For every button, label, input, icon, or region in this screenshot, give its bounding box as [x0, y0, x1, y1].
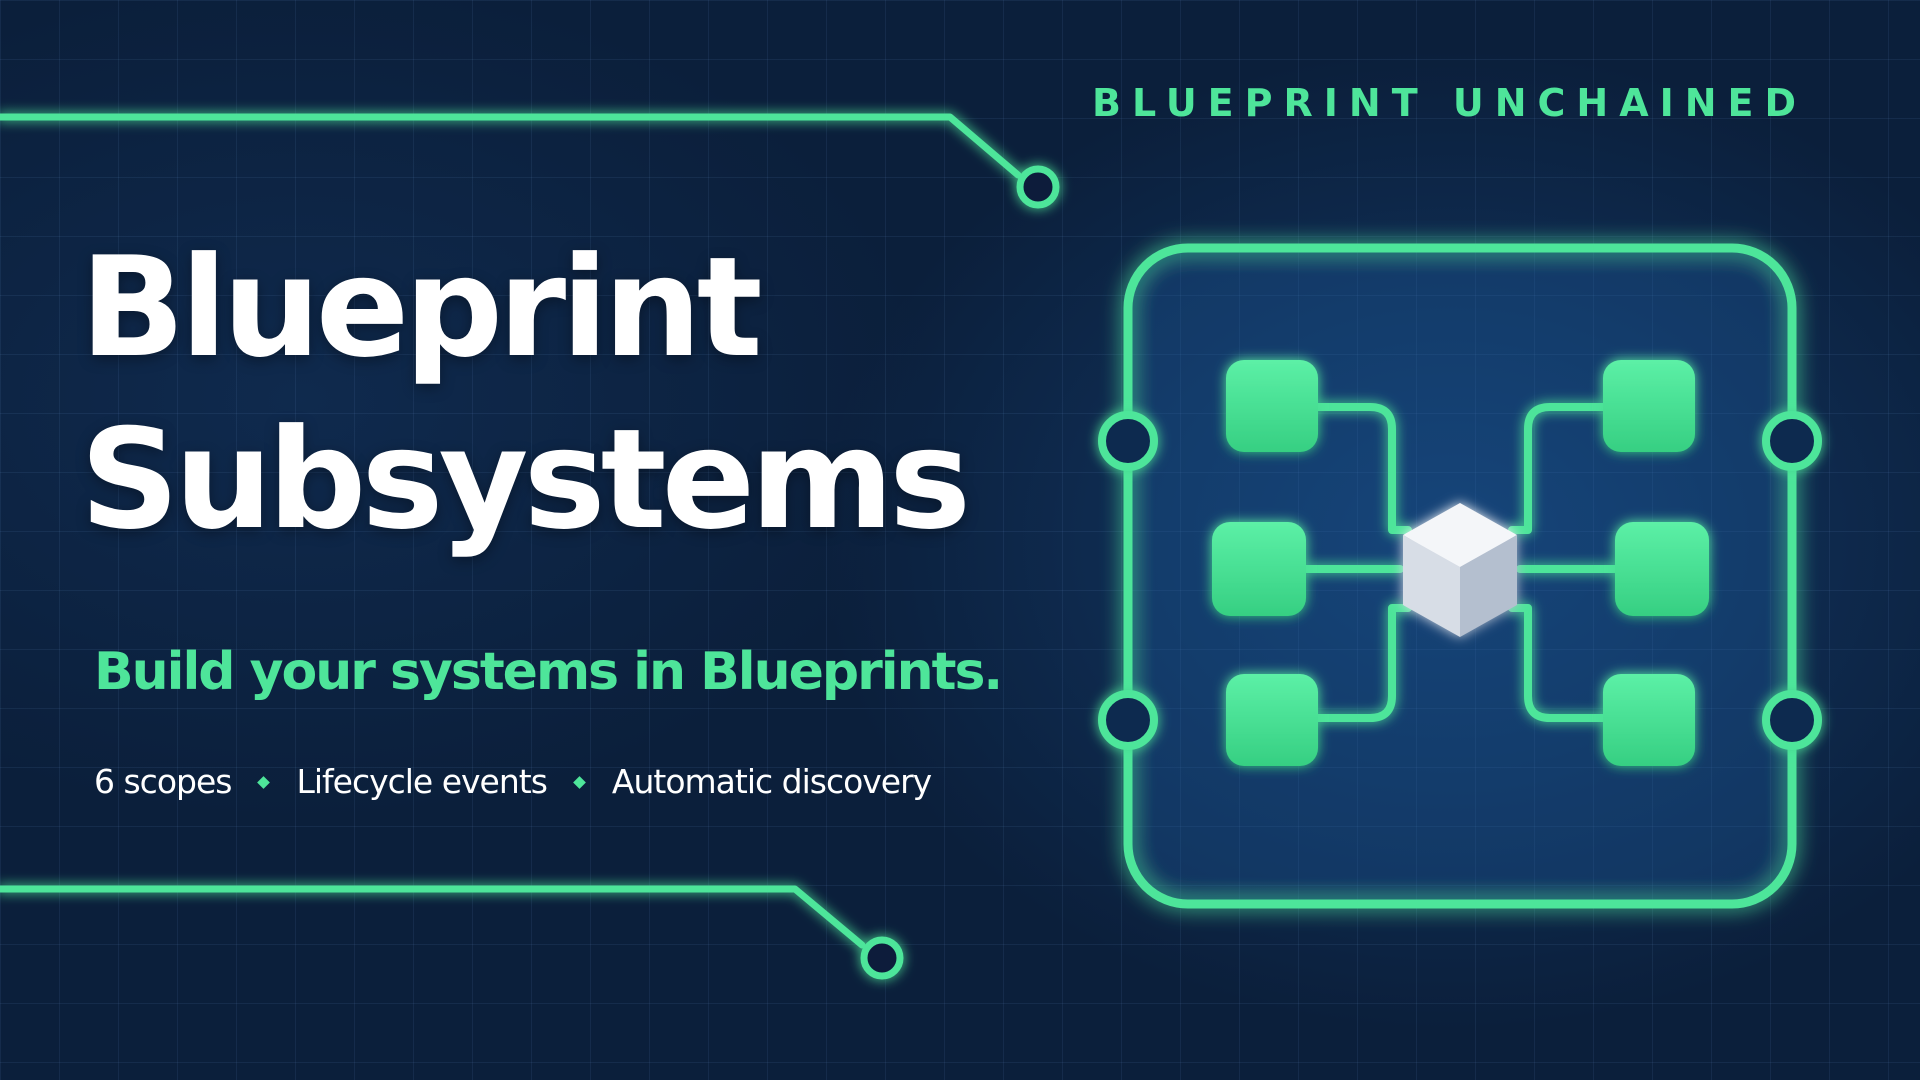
- title-line-2: Subsystems: [80, 399, 971, 560]
- subsystem-node-left-middle: [1212, 522, 1306, 616]
- subsystem-network-diagram: [1098, 243, 1822, 909]
- diamond-bullet-icon: [573, 775, 586, 789]
- page-title: Blueprint Subsystems: [80, 222, 971, 566]
- bottom-circuit-trace: [0, 885, 1609, 980]
- feature-item-lifecycle-events: Lifecycle events: [296, 762, 547, 801]
- diagram-connectors: [1302, 403, 1619, 722]
- feature-item-automatic-discovery: Automatic discovery: [611, 762, 932, 801]
- frame-port-right-bottom: [1762, 690, 1822, 750]
- subsystem-node-right-middle: [1615, 522, 1709, 616]
- cube-icon: [1403, 503, 1517, 637]
- feature-list: 6 scopes Lifecycle events Automatic disc…: [94, 760, 932, 804]
- feature-item-scopes: 6 scopes: [94, 762, 232, 801]
- frame-port-left-top: [1098, 411, 1158, 471]
- frame-port-right-top: [1762, 411, 1822, 471]
- diamond-bullet-icon: [257, 775, 271, 789]
- subsystem-node-left-bottom: [1226, 674, 1318, 766]
- top-circuit-node: [1016, 165, 1060, 209]
- subsystem-node-right-top: [1603, 360, 1695, 452]
- bottom-circuit-node: [860, 936, 904, 980]
- subsystem-node-left-top: [1226, 360, 1318, 452]
- subsystem-node-right-bottom: [1603, 674, 1695, 766]
- title-line-1: Blueprint: [80, 227, 763, 388]
- brand-label: BLUEPRINT UNCHAINED: [1092, 81, 1808, 125]
- tagline: Build your systems in Blueprints.: [94, 642, 1003, 702]
- top-circuit-trace: [0, 113, 1834, 209]
- frame-port-left-bottom: [1098, 690, 1158, 750]
